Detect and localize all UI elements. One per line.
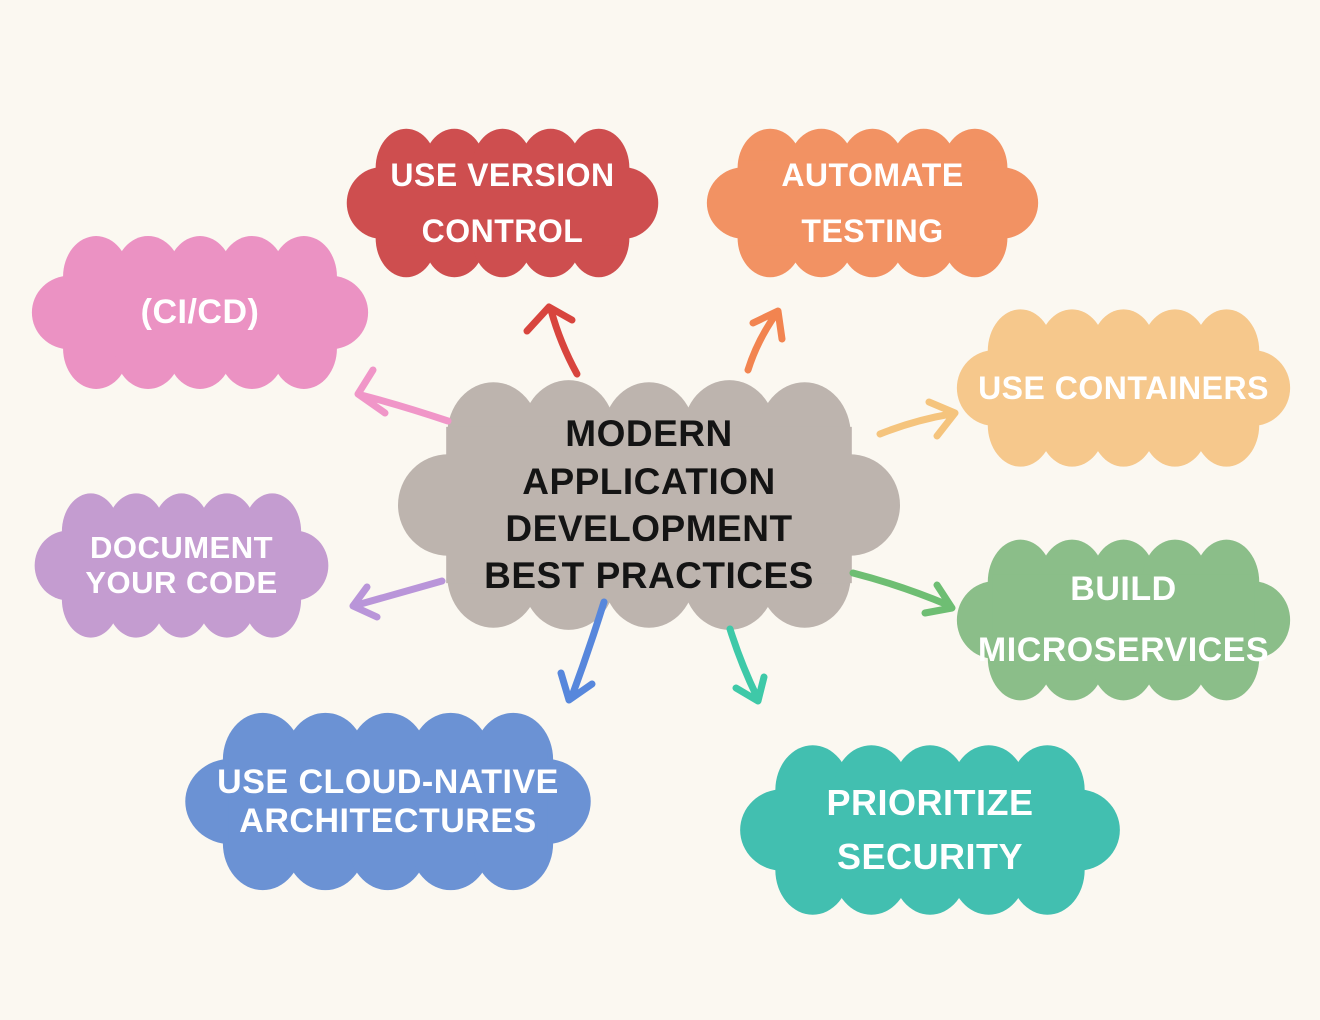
node-automate-testing: AUTOMATE TESTING: [705, 118, 1040, 288]
node-label: DOCUMENT YOUR CODE: [33, 483, 330, 648]
center-line: MODERN: [565, 413, 733, 455]
arrow-to-use-version-control-icon: [523, 303, 581, 378]
node-line: MICROSERVICES: [977, 631, 1270, 669]
node-use-cloud-native-architectures: USE CLOUD-NATIVE ARCHITECTURES: [183, 700, 593, 903]
node-use-containers: USE CONTAINERS: [955, 298, 1292, 478]
arrow-to-prioritize-security-icon: [726, 625, 768, 705]
node-line: YOUR CODE: [85, 564, 278, 600]
node-line: (CI/CD): [140, 293, 260, 331]
node-label: AUTOMATE TESTING: [705, 118, 1040, 288]
node-build-microservices: BUILD MICROSERVICES: [955, 528, 1292, 712]
node-line: TESTING: [801, 213, 944, 249]
center-line: BEST PRACTICES: [484, 555, 814, 597]
node-line: AUTOMATE: [781, 157, 964, 193]
node-line: USE VERSION: [390, 157, 615, 193]
center-line: APPLICATION: [522, 460, 776, 502]
node-line: DOCUMENT: [89, 530, 274, 566]
arrow-to-use-containers-icon: [876, 398, 959, 440]
center-line: DEVELOPMENT: [505, 508, 793, 549]
node-line: PRIORITIZE: [826, 782, 1034, 823]
node-line: USE CLOUD-NATIVE: [217, 762, 559, 801]
arrow-to-use-cloud-native-icon: [557, 598, 608, 704]
node-label: BUILD MICROSERVICES: [955, 528, 1292, 712]
node-label: USE CLOUD-NATIVE ARCHITECTURES: [183, 700, 593, 903]
node-line: SECURITY: [836, 836, 1024, 877]
node-line: ARCHITECTURES: [239, 801, 537, 840]
node-label: USE VERSION CONTROL: [345, 118, 660, 288]
center-node-label: MODERN APPLICATION DEVELOPMENT BEST PRAC…: [398, 368, 900, 642]
node-ci-cd: (CI/CD): [30, 225, 370, 400]
arrow-to-ci-cd-icon: [354, 366, 452, 425]
node-line: USE CONTAINERS: [978, 369, 1269, 406]
node-label: USE CONTAINERS: [955, 298, 1292, 478]
node-document-your-code: DOCUMENT YOUR CODE: [33, 483, 330, 648]
node-line: BUILD: [1070, 569, 1177, 608]
node-line: CONTROL: [421, 213, 584, 249]
node-use-version-control: USE VERSION CONTROL: [345, 118, 660, 288]
arrow-to-build-microservices-icon: [849, 569, 956, 617]
node-prioritize-security: PRIORITIZE SECURITY: [738, 733, 1122, 927]
center-node: MODERN APPLICATION DEVELOPMENT BEST PRAC…: [398, 368, 900, 642]
node-label: (CI/CD): [30, 225, 370, 400]
node-label: PRIORITIZE SECURITY: [738, 733, 1122, 927]
arrow-to-automate-testing-icon: [744, 307, 786, 374]
arrow-to-document-your-code-icon: [349, 577, 446, 621]
